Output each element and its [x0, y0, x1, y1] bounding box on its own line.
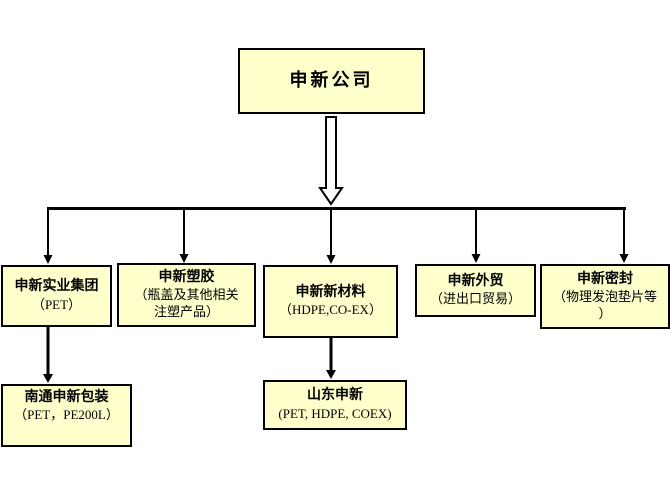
node-label: 申新新材料	[295, 284, 366, 300]
node-root-label: 申新公司	[289, 70, 374, 91]
node-label: 申新实业集团	[14, 279, 99, 295]
arrow-to-shiye-icon	[43, 208, 53, 264]
node-detail: (PET, HDPE, COEX)	[278, 405, 392, 421]
arrow-to-mifeng-icon	[619, 208, 629, 263]
node-waimao: 申新外贸 （进出口贸易）	[415, 264, 536, 317]
node-label: 南通申新包装	[24, 390, 109, 405]
arrow-to-xincailiao-icon	[326, 208, 336, 264]
node-label: 申新密封	[577, 271, 633, 287]
arrow-to-sujiao-icon	[179, 208, 189, 263]
node-detail: 注塑产品）	[153, 304, 219, 320]
node-detail: （物理发泡垫片等	[552, 288, 657, 304]
node-label: 申新外贸	[447, 273, 504, 289]
node-detail: （PET，PE200L）	[14, 407, 119, 423]
arrow-xincailiao-to-shandong-icon	[326, 338, 336, 379]
node-root: 申新公司	[238, 48, 425, 114]
node-detail: （PET）	[31, 296, 82, 312]
arrow-to-waimao-icon	[471, 208, 481, 263]
node-shandong-shenxin: 山东申新 (PET, HDPE, COEX)	[263, 380, 407, 430]
node-xincailiao: 申新新材料 （HDPE,CO-EX）	[263, 265, 398, 338]
root-down-arrow-icon	[318, 116, 344, 206]
node-label: 山东申新	[307, 388, 363, 404]
node-label: 申新塑胶	[158, 270, 215, 286]
node-shiye-jituan: 申新实业集团 （PET）	[1, 265, 112, 327]
node-detail: （HDPE,CO-EX）	[279, 302, 382, 318]
node-sujiao: 申新塑胶 （瓶盖及其他相关 注塑产品）	[117, 263, 256, 327]
node-nantong-baozhuang: 南通申新包装 （PET，PE200L）	[1, 384, 132, 447]
node-detail: （进出口贸易）	[429, 291, 521, 307]
node-detail: （瓶盖及其他相关	[134, 287, 239, 303]
node-detail: ）	[598, 305, 612, 321]
node-mifeng: 申新密封 （物理发泡垫片等 ）	[540, 264, 670, 329]
arrow-shiye-to-nantong-icon	[43, 327, 53, 383]
